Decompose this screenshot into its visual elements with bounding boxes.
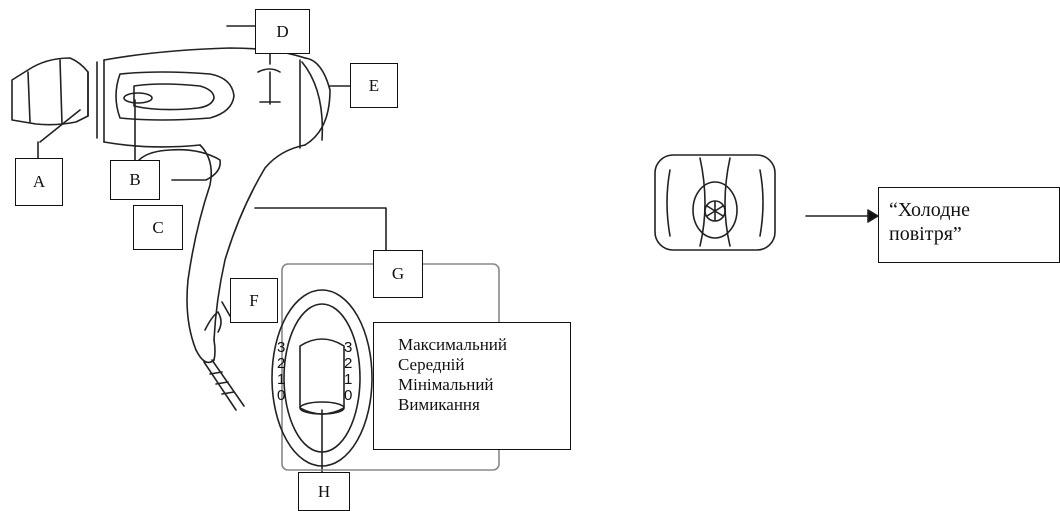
speed-max-label: Максимальний [398,335,508,354]
speed-min-label: Мінімальний [398,375,494,394]
leader-lines [37,25,387,473]
hair-dryer-icon [96,47,331,411]
nozzle-icon [11,57,89,126]
label-c: C [133,205,183,250]
speed-medium-label: Середній [398,355,465,374]
label-f: F [230,278,278,323]
label-a: A [15,158,63,206]
label-d: D [255,9,310,54]
cold-air-label-line-1: “Холодне [889,199,970,221]
speed-off-label: Вимикання [398,395,480,414]
label-e: E [350,63,398,108]
speed-switch-icon [271,289,373,467]
label-b: B [110,160,160,200]
cold-air-button-icon [654,154,776,251]
label-g: G [373,250,423,298]
switch-digits-right: 3 2 1 0 [344,339,353,404]
arrow-icon [805,209,879,223]
speed-settings-box: Максимальний Середній Мінімальний Вимика… [373,322,571,450]
cold-button-mount-icon [301,61,324,141]
cold-air-label-box: “Холодне повітря” [878,187,1060,263]
label-h: H [298,472,350,511]
switch-digits-left: 3 2 1 0 [277,339,286,404]
cold-air-label-line-2: повітря” [889,223,962,245]
